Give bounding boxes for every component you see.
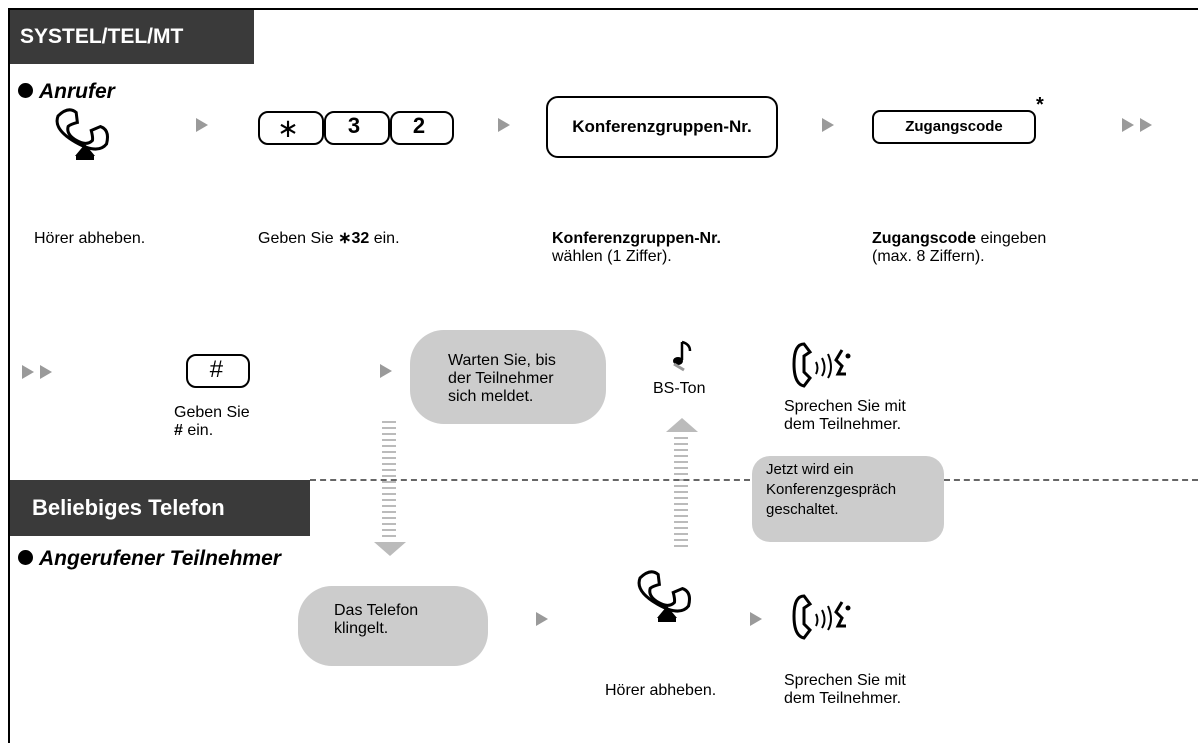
key-two-label: 2	[412, 113, 426, 138]
up-arrow-icon	[666, 418, 698, 547]
caption-access-code: Zugangscode eingeben(max. 8 Ziffern).	[872, 230, 1047, 265]
arrow-right-icon	[1122, 118, 1134, 132]
arrow-right-icon	[498, 118, 510, 132]
conference-group-box: Konferenzgruppen-Nr.	[546, 96, 778, 158]
section-divider	[310, 479, 750, 481]
caption-offhook-callee: Hörer abheben.	[605, 682, 717, 699]
talk-handset-icon	[792, 342, 851, 388]
header-systel: SYSTEL/TEL/MT	[10, 10, 254, 64]
arrow-right-icon	[1140, 118, 1152, 132]
key-three	[324, 111, 390, 145]
key-three-label: 3	[347, 113, 361, 138]
music-note-icon	[673, 340, 692, 372]
caption-enter-code: Geben Sie ∗32 ein.	[258, 230, 400, 247]
arrow-right-icon	[750, 612, 762, 626]
key-hash	[186, 354, 250, 388]
talk-handset-icon	[792, 594, 851, 640]
header-any-phone: Beliebiges Telefon	[10, 480, 310, 536]
arrow-right-icon	[22, 365, 34, 379]
role-callee: Angerufener Teilnehmer	[18, 547, 281, 571]
key-star	[258, 111, 324, 145]
diagram-frame	[8, 8, 1198, 743]
offhook-handset-icon	[55, 108, 109, 160]
arrow-right-icon	[40, 365, 52, 379]
role-caller: Anrufer	[18, 80, 115, 104]
bullet-icon	[18, 83, 33, 98]
key-hash-label: #	[209, 356, 223, 383]
caption-offhook: Hörer abheben.	[34, 230, 146, 247]
offhook-handset-icon	[637, 570, 691, 622]
arrow-right-icon	[380, 364, 392, 378]
bullet-icon	[18, 550, 33, 565]
footnote-asterisk: *	[1036, 94, 1044, 116]
section-divider	[944, 479, 1198, 481]
arrow-right-icon	[822, 118, 834, 132]
arrow-right-icon	[196, 118, 208, 132]
caption-conference-group: Konferenzgruppen-Nr.wählen (1 Ziffer).	[552, 230, 721, 265]
caption-enter-hash: Geben Sie# ein.	[174, 404, 250, 439]
caption-bs-tone: BS-Ton	[653, 380, 706, 397]
key-star-label: ∗	[277, 113, 299, 143]
arrow-right-icon	[536, 612, 548, 626]
down-arrow-icon	[374, 421, 406, 556]
key-two	[390, 111, 454, 145]
access-code-box: Zugangscode	[872, 110, 1036, 144]
